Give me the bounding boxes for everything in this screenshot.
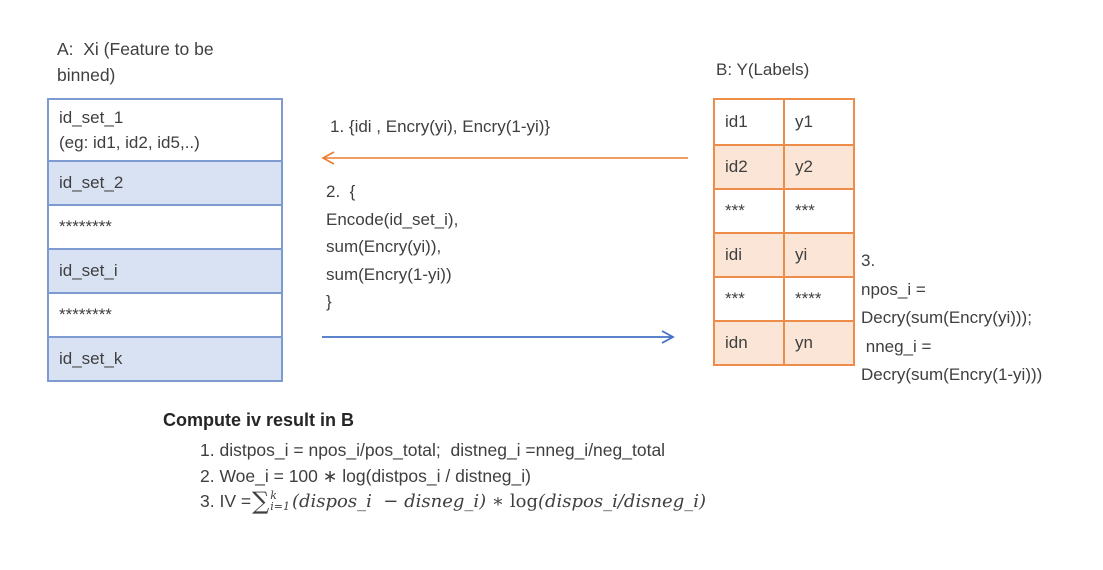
message-2-label: 2. { Encode(id_set_i), sum(Encry(yi)), s…: [326, 182, 459, 311]
table-cell: ********: [59, 305, 112, 324]
table-cell-y: ****: [795, 289, 822, 308]
compute-item-2: 2. Woe_i = 100 ∗ log(distpos_i / distneg…: [200, 466, 531, 486]
table-cell: id_set_2: [59, 173, 124, 192]
table-row: id_set_i: [49, 248, 281, 292]
table-row: id_set_2: [49, 160, 281, 204]
table-cell-y: yi: [795, 245, 808, 264]
table-row: id1 y1: [715, 100, 853, 144]
table-cell: id_set_k: [59, 349, 123, 368]
table-b-labels: id1 y1 id2 y2 *** *** idi yi *** **** id…: [713, 98, 855, 366]
table-row: id_set_1 (eg: id1, id2, id5,..): [49, 100, 281, 160]
table-cell: ********: [59, 217, 112, 236]
compute-item-1: 1. distpos_i = npos_i/pos_total; distneg…: [200, 440, 666, 460]
table-cell-id: ***: [715, 278, 785, 320]
step-3-annotation: 3. npos_i = Decry(sum(Encry(yi))); nneg_…: [861, 251, 1043, 384]
table-row: ********: [49, 292, 281, 336]
table-cell-id: ***: [715, 190, 785, 232]
table-a-feature-bins: id_set_1 (eg: id1, id2, id5,..) id_set_2…: [47, 98, 283, 382]
party-b-heading: B: Y(Labels): [716, 60, 810, 79]
arrow-right-icon: [322, 330, 675, 344]
table-row: *** ****: [715, 276, 853, 320]
table-cell-y: yn: [795, 333, 813, 352]
table-cell-id: id1: [715, 100, 785, 144]
table-cell-id: idn: [715, 322, 785, 364]
sigma-lower: i=1: [270, 500, 290, 513]
table-row: id_set_k: [49, 336, 281, 380]
arrow-left-icon: [321, 151, 688, 165]
iv-expression-1: (dispos_i − disneg_i): [291, 490, 487, 512]
sigma-symbol: ∑: [252, 487, 270, 515]
table-row: ********: [49, 204, 281, 248]
party-a-heading: A: Xi (Feature to be binned): [57, 39, 214, 85]
table-cell: id_set_i: [59, 261, 118, 280]
iv-formula-prefix: 3. IV =: [200, 490, 252, 511]
table-row: idn yn: [715, 320, 853, 364]
table-cell-id: id2: [715, 146, 785, 188]
table-cell-y: ***: [795, 201, 815, 220]
table-cell-y: y2: [795, 157, 813, 176]
compute-title: Compute iv result in B: [163, 410, 355, 430]
iv-expression-2: (dispos_i/disneg_i): [537, 490, 706, 512]
multiply-operator: ∗: [486, 490, 510, 512]
table-row: id2 y2: [715, 144, 853, 188]
table-row: *** ***: [715, 188, 853, 232]
table-row: idi yi: [715, 232, 853, 276]
message-1-label: 1. {idi , Encry(yi), Encry(1-yi)}: [330, 117, 551, 136]
sigma-upper: k: [270, 489, 277, 502]
table-cell-id: idi: [715, 234, 785, 276]
table-cell: id_set_1 (eg: id1, id2, id5,..): [59, 108, 200, 152]
log-function: log: [509, 490, 538, 512]
table-cell-y: y1: [795, 112, 813, 131]
